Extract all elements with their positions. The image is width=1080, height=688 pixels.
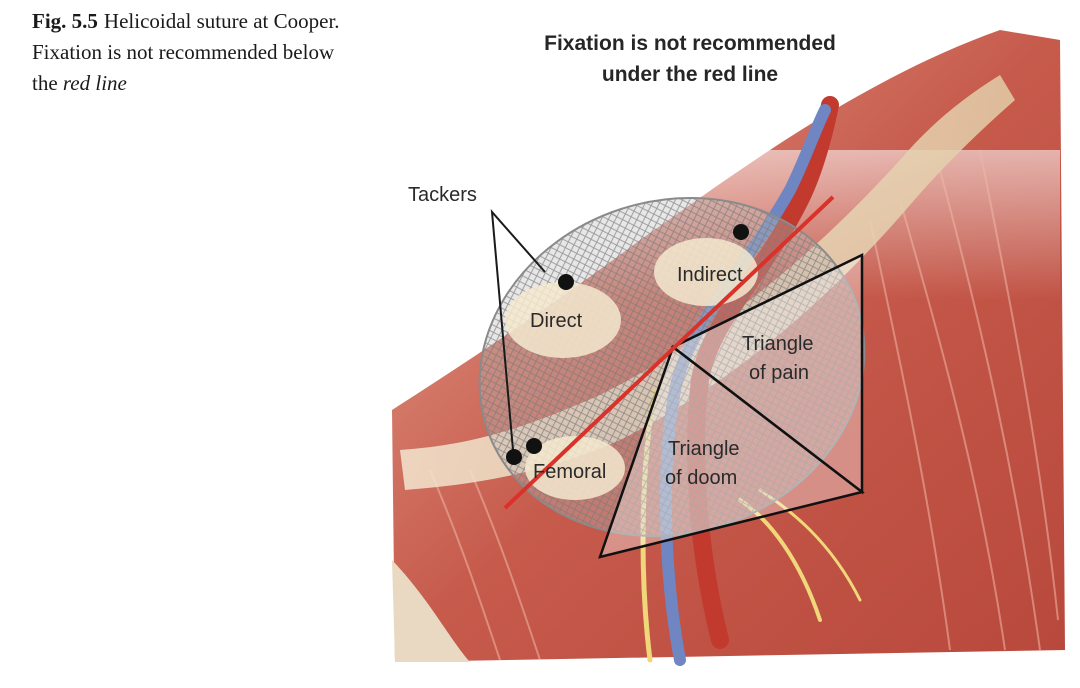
thigh-contour (392, 560, 470, 662)
direct-defect (505, 282, 621, 358)
tacker-dot (558, 274, 574, 290)
triangle-of-pain-label-1: Triangle (742, 333, 814, 355)
tacker-dot (526, 438, 542, 454)
triangle-of-doom-label-2: of doom (665, 467, 737, 489)
inguinal-ligament (400, 75, 1015, 490)
tacker-dot (506, 449, 522, 465)
warning-line-2: under the red line (601, 63, 779, 86)
indirect-label: Indirect (677, 264, 743, 286)
femoral-defect (525, 436, 625, 500)
red-fixation-line (503, 195, 835, 510)
muscle-fibers (429, 149, 1059, 661)
femoral-label: Femoral (533, 461, 606, 483)
tacker-dot (733, 224, 749, 240)
indirect-defect (654, 238, 758, 306)
tackers-label: Tackers (408, 184, 477, 206)
triangle-of-doom-label-1: Triangle (668, 438, 740, 460)
triangle-of-pain-label-2: of pain (749, 362, 809, 384)
tackers-pointer-lines (490, 209, 546, 451)
caption-text: Helicoidal suture at Cooper. Fixation is… (32, 9, 340, 95)
triangle-of-doom (598, 344, 865, 559)
figure-number: Fig. 5.5 (32, 9, 98, 33)
warning-line-1: Fixation is not recommended (544, 32, 836, 55)
caption-italic-text: red line (62, 71, 127, 95)
direct-label: Direct (530, 310, 583, 332)
tacker-points (506, 224, 749, 465)
warning-heading: Fixation is not recommended under the re… (500, 28, 880, 90)
